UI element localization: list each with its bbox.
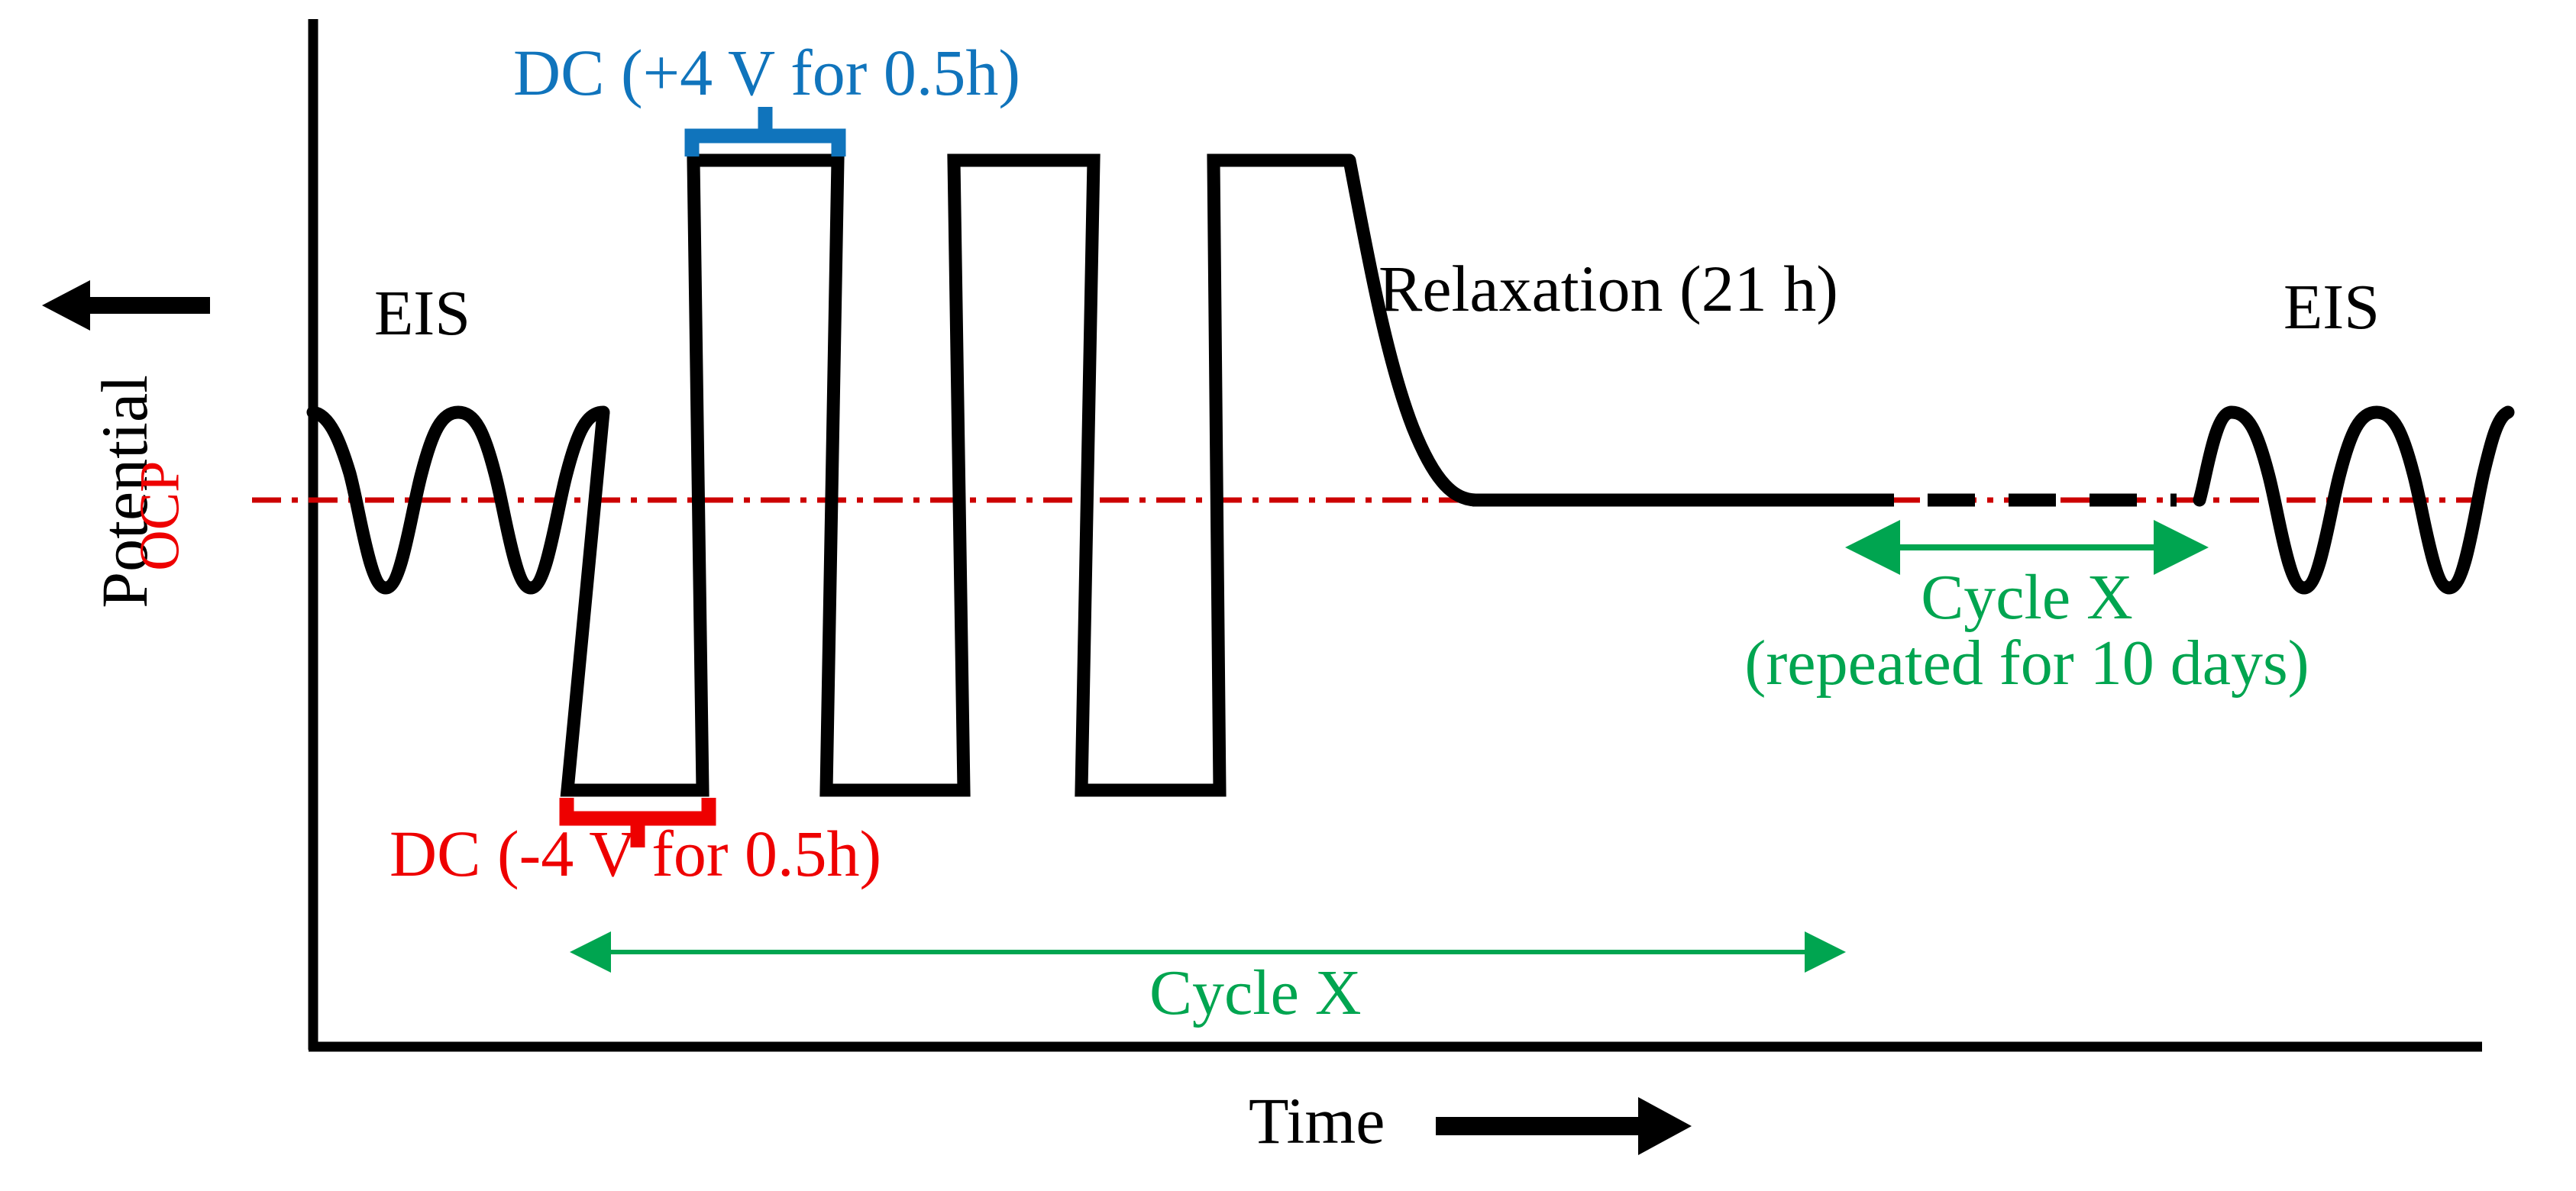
dc-square-wave xyxy=(560,153,1349,797)
eis-sine-left xyxy=(306,405,610,595)
time-direction-arrow-icon xyxy=(1436,1097,1692,1155)
dc-negative-bracket-icon xyxy=(559,798,716,847)
relaxation-decay-curve xyxy=(1343,153,1482,507)
dc-negative-label: DC (-4 V for 0.5h) xyxy=(389,817,882,890)
cycle-x-repeat-label: Cycle X (repeated for 10 days) xyxy=(1721,565,2332,696)
eis-sine-right xyxy=(2193,405,2515,595)
dc-positive-bracket-icon xyxy=(684,107,846,157)
cycle-x-main-label: Cycle X xyxy=(1149,957,1362,1028)
eis-left-label: EIS xyxy=(374,278,470,349)
cycle-x-repeat-line2: (repeated for 10 days) xyxy=(1744,627,2309,699)
potential-direction-arrow-icon xyxy=(42,280,210,331)
eis-right-label: EIS xyxy=(2283,272,2380,343)
ocp-label: OCP xyxy=(128,460,192,571)
cycle-x-repeat-line1: Cycle X xyxy=(1921,562,2133,633)
relaxation-label: Relaxation (21 h) xyxy=(1378,252,1838,325)
dc-positive-label: DC (+4 V for 0.5h) xyxy=(513,36,1021,109)
x-axis-label: Time xyxy=(1249,1084,1385,1157)
